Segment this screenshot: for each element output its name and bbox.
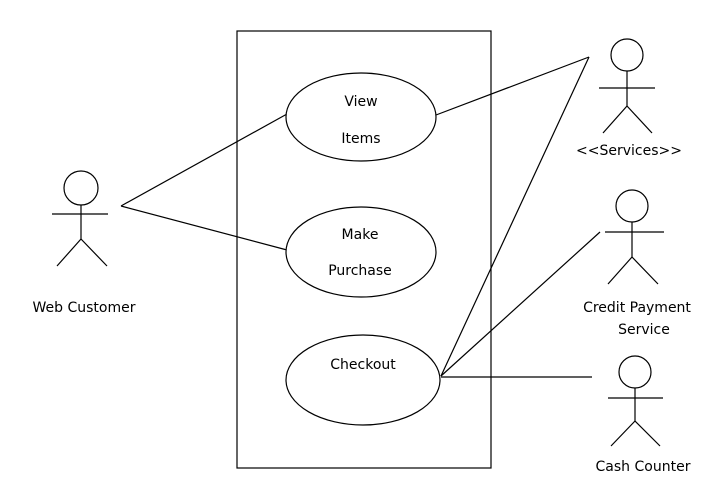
system-boundary (236, 30, 492, 469)
use-case-checkout[interactable]: Checkout (285, 334, 441, 426)
actor-web-customer-head (63, 170, 99, 206)
actor-credit-payment-head (615, 189, 649, 223)
association-customer-view-items (120, 113, 288, 207)
actor-cash-counter-label: Cash Counter (596, 459, 691, 475)
association-checkout-credit-payment (440, 231, 601, 377)
actor-credit-payment-label-line1: Credit Payment (583, 300, 691, 316)
use-case-view-items-label-line2: Items (341, 131, 380, 147)
association-view-items-services (435, 56, 590, 116)
association-customer-make-purchase (120, 205, 288, 251)
actor-services[interactable]: <<Services>> (576, 38, 682, 159)
actor-credit-payment-label-line2: Service (618, 322, 670, 338)
use-case-make-purchase[interactable]: Make Purchase (285, 206, 437, 298)
associations (120, 56, 601, 378)
association-checkout-services (440, 56, 590, 377)
actor-cash-counter-head (618, 355, 652, 389)
actor-services-leg-left (602, 105, 628, 134)
actor-credit-payment-service[interactable]: Credit Payment Service (583, 189, 691, 338)
actor-web-customer[interactable]: Web Customer (33, 170, 136, 316)
actor-web-customer-leg-left (56, 238, 82, 267)
use-case-make-purchase-ellipse (285, 206, 437, 298)
use-case-make-purchase-label-line2: Purchase (328, 263, 392, 279)
actor-web-customer-leg-right (80, 238, 108, 267)
actor-cash-counter-leg-left (610, 420, 636, 447)
use-case-make-purchase-label-line1: Make (342, 227, 379, 243)
use-case-view-items[interactable]: View Items (285, 72, 437, 162)
actor-cash-counter[interactable]: Cash Counter (596, 355, 691, 475)
actor-credit-payment-leg-right (631, 256, 659, 285)
actor-credit-payment-leg-left (607, 256, 633, 285)
actor-services-head (610, 38, 644, 72)
actor-services-leg-right (626, 105, 653, 134)
use-case-view-items-label-line1: View (344, 94, 377, 110)
use-case-view-items-ellipse (285, 72, 437, 162)
use-case-checkout-label: Checkout (330, 357, 396, 373)
actor-services-label: <<Services>> (576, 143, 682, 159)
actor-web-customer-label: Web Customer (33, 300, 136, 316)
use-case-checkout-ellipse (285, 334, 441, 426)
actor-cash-counter-leg-right (634, 420, 661, 447)
